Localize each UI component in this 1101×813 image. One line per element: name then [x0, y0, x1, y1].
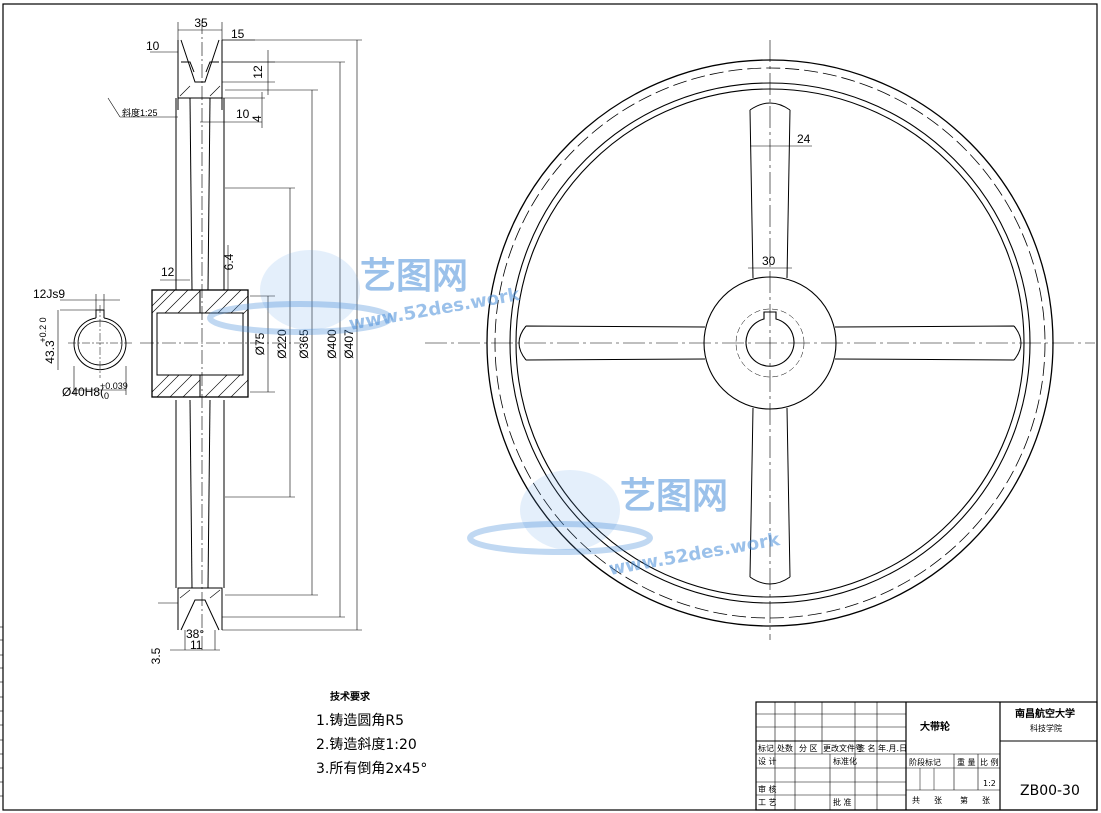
dim-spoke-30: 30 — [762, 254, 776, 268]
dim-groove-angle: 38° — [186, 627, 204, 641]
title-block — [755, 701, 1098, 811]
dim-top-left: 10 — [146, 39, 160, 53]
watermark-1: 艺图网 www.52des.work — [207, 250, 522, 335]
dim-groove-depth: 12 — [251, 65, 265, 79]
tb-design: 设 计 — [758, 756, 777, 766]
dim-bore: Ø40H8( — [62, 385, 104, 399]
tb-scale: 1:2 — [983, 779, 996, 788]
keyway-detail — [57, 294, 132, 395]
notes-title: 技术要求 — [330, 690, 371, 703]
section-view — [140, 20, 300, 650]
watermark-url-2: www.52des.work — [607, 529, 782, 580]
tb-change: 更改文件号 — [823, 743, 863, 753]
tb-page2: 张 — [982, 796, 990, 805]
front-view — [425, 40, 1095, 640]
tb-weight: 重 量 — [957, 757, 976, 767]
tb-sheet: 张 — [934, 796, 942, 805]
dim-d365: Ø365 — [297, 329, 311, 359]
tb-ratio: 比 例 — [980, 757, 999, 767]
section-dimensions — [107, 22, 362, 651]
rim-hatching — [179, 85, 221, 599]
tb-drawing-no: ZB00-30 — [1020, 783, 1080, 799]
dim-key-depth-tol: +0.2 0 — [38, 317, 48, 342]
tb-page: 第 — [960, 795, 968, 805]
watermark-brand-2: 艺图网 — [620, 476, 728, 517]
tb-review: 审 核 — [758, 784, 777, 794]
tb-stage: 阶段标记 — [909, 757, 941, 767]
hub-hatching — [151, 289, 249, 398]
dim-spoke-24: 24 — [797, 132, 811, 146]
tb-count: 处数 — [777, 743, 793, 753]
dim-rim-4: 4 — [250, 115, 264, 122]
dim-key-width: 12Js9 — [33, 287, 65, 301]
dim-bore-tol-low: 0 — [104, 391, 109, 401]
dim-top-right: 15 — [231, 27, 245, 41]
dim-rim-10: 10 — [236, 107, 250, 121]
dim-groove-3-5: 3.5 — [149, 647, 163, 664]
watermark-brand-1: 艺图网 — [360, 256, 468, 297]
dim-d407: Ø407 — [342, 329, 356, 359]
dim-key-depth: 43.3 — [43, 340, 57, 364]
tb-school: 南昌航空大学 — [1015, 707, 1075, 720]
tb-zone: 分 区 — [799, 744, 818, 753]
watermark-2: 艺图网 www.52des.work — [467, 470, 782, 580]
dim-d220: Ø220 — [275, 329, 289, 359]
dim-groove-11: 11 — [190, 638, 203, 652]
notes-line-2: 2.铸造斜度1:20 — [316, 737, 417, 753]
tb-std: 标准化 — [833, 756, 857, 766]
tb-process: 工 艺 — [758, 798, 777, 807]
notes-line-3: 3.所有倒角2x45° — [316, 761, 427, 777]
dim-d75: Ø75 — [253, 332, 267, 355]
tb-total: 共 — [912, 796, 920, 805]
dim-d400: Ø400 — [325, 329, 339, 359]
margin-ticks — [0, 626, 3, 797]
tb-date: 年.月.日 — [878, 743, 907, 753]
tb-college: 科技学院 — [1030, 723, 1062, 733]
drawing-border — [2, 3, 1098, 811]
dim-slope: 斜度1:25 — [122, 107, 158, 118]
notes-line-1: 1.铸造圆角R5 — [316, 713, 404, 729]
dim-hub-12: 12 — [161, 265, 175, 279]
tb-mark: 标记 — [758, 743, 774, 753]
tb-sign: 签 名 — [857, 743, 876, 753]
tb-part-name: 大带轮 — [920, 720, 950, 733]
dim-web-6-4: 6.4 — [222, 253, 236, 270]
dim-top-width: 35 — [194, 16, 208, 30]
tb-approve: 批 准 — [833, 797, 852, 807]
dim-bore-tol-up: +0.039 — [100, 381, 128, 391]
